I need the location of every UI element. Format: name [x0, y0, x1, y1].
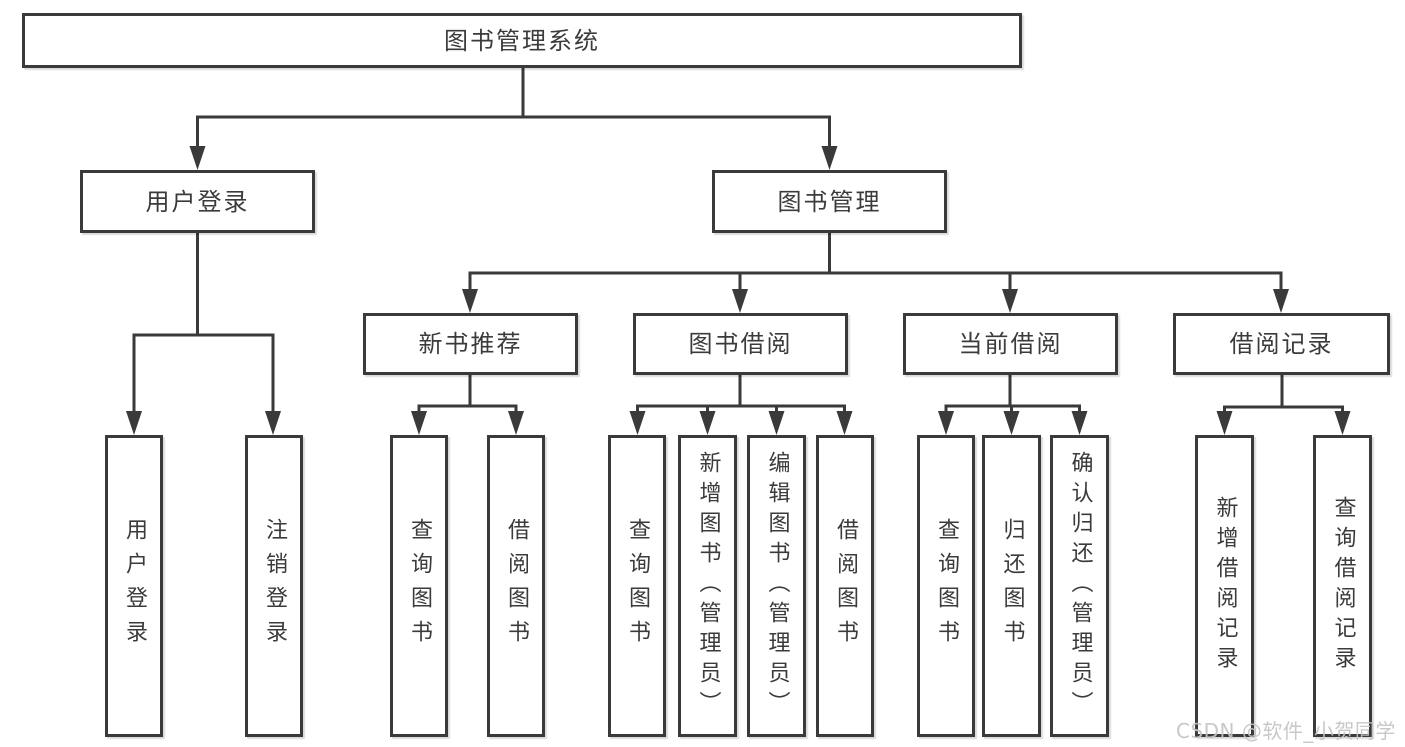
leaf-bw-borrow-books: 借阅图书 [816, 435, 874, 737]
leaf-cur-confirm-return-admin: 确认归还（管理员） [1050, 435, 1109, 737]
leaf-cur-return-books: 归还图书 [982, 435, 1041, 737]
leaf-cur-query-books: 查询图书 [917, 435, 975, 737]
node-new-book-recommend: 新书推荐 [363, 313, 578, 375]
leaf-bw-add-books-admin: 新增图书（管理员） [678, 435, 737, 737]
node-user-login: 用户登录 [80, 170, 315, 233]
leaf-logout: 注销登录 [245, 435, 303, 737]
leaf-nb-query-books: 查询图书 [390, 435, 448, 737]
leaf-bw-query-books: 查询图书 [608, 435, 666, 737]
node-library-management-system: 图书管理系统 [22, 13, 1022, 68]
csdn-watermark: CSDN @软件_小贺同学 [1176, 719, 1396, 743]
arrowheads [126, 146, 1351, 435]
node-current-borrowing: 当前借阅 [903, 313, 1118, 375]
node-book-borrowing: 图书借阅 [633, 313, 848, 375]
leaf-user-login: 用户登录 [105, 435, 163, 737]
node-book-management: 图书管理 [712, 170, 947, 233]
node-borrowing-records: 借阅记录 [1173, 313, 1390, 375]
leaf-rec-query-borrow-record: 查询借阅记录 [1313, 435, 1372, 737]
leaf-nb-borrow-books: 借阅图书 [487, 435, 545, 737]
leaf-bw-edit-books-admin: 编辑图书（管理员） [747, 435, 806, 737]
leaf-rec-add-borrow-record: 新增借阅记录 [1195, 435, 1254, 737]
